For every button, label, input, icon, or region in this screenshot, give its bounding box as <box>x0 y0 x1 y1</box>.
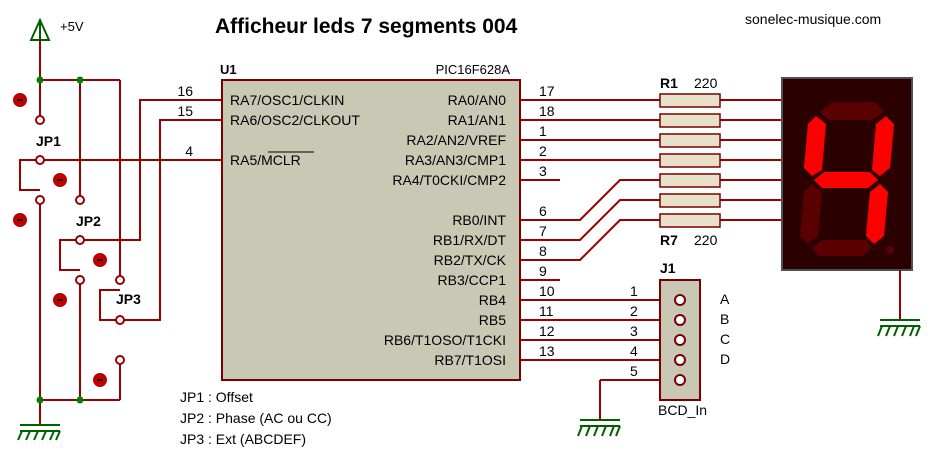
resistor <box>659 173 721 188</box>
svg-text:RA1/AN1: RA1/AN1 <box>448 112 507 128</box>
segment-f <box>804 116 826 176</box>
website-label: sonelec-musique.com <box>745 11 881 27</box>
segment-g <box>814 172 878 188</box>
mcu-left-pins: 16 15 4 RA7/OSC1/CLKIN RA6/OSC2/CLKOUT R… <box>177 83 360 168</box>
svg-text:3: 3 <box>539 163 547 179</box>
svg-text:9: 9 <box>539 263 547 279</box>
svg-text:11: 11 <box>539 303 554 319</box>
svg-text:RB7/T1OSI: RB7/T1OSI <box>434 352 506 368</box>
connector-name: BCD_In <box>658 402 707 418</box>
mcu-body <box>221 79 521 381</box>
resistor <box>659 133 721 148</box>
svg-text:10: 10 <box>539 283 555 299</box>
jumper-shunts <box>13 93 107 387</box>
segment-c <box>866 184 888 244</box>
svg-text:2: 2 <box>630 303 638 319</box>
svg-text:13: 13 <box>539 343 555 359</box>
svg-text:8: 8 <box>539 243 547 259</box>
supply-wiring <box>39 40 121 425</box>
svg-text:3: 3 <box>630 323 638 339</box>
pin-number: 4 <box>185 143 193 159</box>
ground-symbol-left <box>17 424 61 441</box>
svg-text:4: 4 <box>630 343 638 359</box>
connector-pin-numbers: 1 2 3 4 5 <box>630 283 638 379</box>
resistor-bank <box>640 93 782 228</box>
svg-text:17: 17 <box>539 83 555 99</box>
svg-text:RB5: RB5 <box>479 312 506 328</box>
segment-d <box>812 240 872 256</box>
jp2-label: JP2 <box>76 213 101 229</box>
pin-number: 16 <box>177 83 193 99</box>
mcu-right-pin-wires <box>520 99 660 361</box>
svg-text:1: 1 <box>539 123 547 139</box>
pin-name: RA7/OSC1/CLKIN <box>230 92 344 108</box>
resistor <box>659 193 721 208</box>
resistor <box>659 93 721 108</box>
svg-text:7: 7 <box>539 223 547 239</box>
resistor <box>659 153 721 168</box>
svg-text:RB3/CCP1: RB3/CCP1 <box>438 272 507 288</box>
resistor-last-value: 220 <box>694 232 718 248</box>
mcu-part: PIC16F628A <box>436 62 511 77</box>
svg-text:12: 12 <box>539 323 555 339</box>
svg-text:D: D <box>720 351 730 367</box>
svg-text:RB1/RX/DT: RB1/RX/DT <box>433 232 507 248</box>
resistor <box>659 113 721 128</box>
pin-name: RA6/OSC2/CLKOUT <box>230 112 360 128</box>
legend-jp2: JP2 : Phase (AC ou CC) <box>180 410 332 426</box>
seven-segment-display <box>781 77 913 271</box>
resistor-last-ref: R7 <box>660 232 678 248</box>
svg-text:RB0/INT: RB0/INT <box>452 212 506 228</box>
connector-ref: J1 <box>660 260 676 276</box>
svg-text:RB4: RB4 <box>479 292 506 308</box>
svg-text:RB2/TX/CK: RB2/TX/CK <box>434 252 507 268</box>
svg-text:1: 1 <box>630 283 638 299</box>
junction-dots <box>36 76 84 404</box>
supply-label: +5V <box>60 19 84 34</box>
resistor-first-value: 220 <box>694 75 718 91</box>
mcu-ref: U1 <box>220 62 237 77</box>
pin-name: RA5/MCLR <box>230 152 301 168</box>
legend-jp1: JP1 : Offset <box>180 389 253 405</box>
pin-number: 15 <box>177 103 193 119</box>
jp3-label: JP3 <box>116 291 141 307</box>
segment-a <box>820 102 884 120</box>
svg-text:C: C <box>720 331 730 347</box>
segment-e <box>800 184 822 244</box>
svg-text:6: 6 <box>539 203 547 219</box>
svg-text:A: A <box>720 291 730 307</box>
segment-b <box>872 116 894 176</box>
svg-text:RA2/AN2/VREF: RA2/AN2/VREF <box>406 132 506 148</box>
vcc-symbol <box>29 17 51 41</box>
jumper-pins <box>35 115 125 365</box>
svg-text:RA4/T0CKI/CMP2: RA4/T0CKI/CMP2 <box>392 172 506 188</box>
svg-text:5: 5 <box>630 363 638 379</box>
connector-signal-labels: A B C D <box>720 291 730 367</box>
ground-symbol-display <box>877 270 921 337</box>
segment-dp <box>886 246 894 254</box>
svg-text:2: 2 <box>539 143 547 159</box>
jp1-label: JP1 <box>36 133 61 149</box>
resistor <box>659 213 721 228</box>
mcu-right-pin-numbers: 17 18 1 2 3 6 7 8 9 10 11 12 13 <box>539 83 555 359</box>
svg-text:B: B <box>720 311 729 327</box>
svg-text:18: 18 <box>539 103 555 119</box>
connector-j1 <box>599 279 701 420</box>
svg-text:RA0/AN0: RA0/AN0 <box>448 92 507 108</box>
resistor-first-ref: R1 <box>660 75 678 91</box>
legend-jp3: JP3 : Ext (ABCDEF) <box>180 431 306 447</box>
diagram-title: Afficheur leds 7 segments 004 <box>215 15 518 38</box>
svg-text:RA3/AN3/CMP1: RA3/AN3/CMP1 <box>405 152 506 168</box>
svg-text:RB6/T1OSO/T1CKI: RB6/T1OSO/T1CKI <box>384 332 506 348</box>
ground-symbol-connector <box>577 419 621 437</box>
mcu-right-pin-names: RA0/AN0 RA1/AN1 RA2/AN2/VREF RA3/AN3/CMP… <box>384 92 507 368</box>
